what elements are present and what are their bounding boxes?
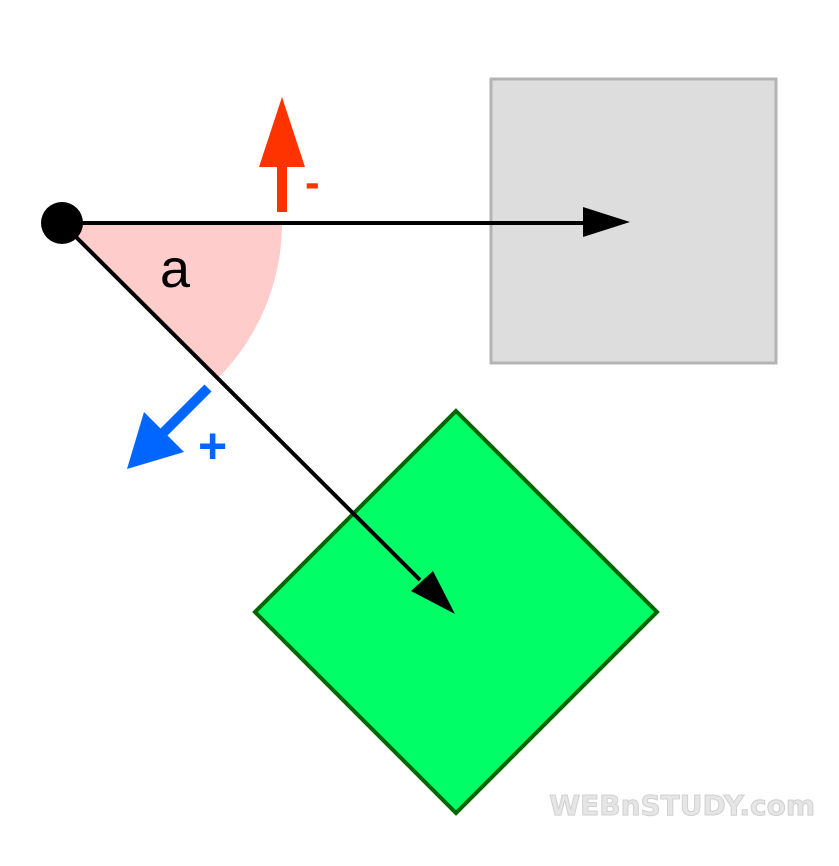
arrow-up-icon [259, 97, 305, 212]
angle-label: a [160, 239, 191, 299]
origin-point-icon [41, 202, 83, 244]
angle-wedge [62, 223, 282, 379]
arrow-down-left-icon [127, 384, 212, 469]
horizontal-vector-arrowhead [583, 207, 630, 237]
rotated-square [252, 408, 660, 816]
diagonal-vector [60, 221, 422, 582]
watermark-text: WEBnSTUDY.com [549, 789, 815, 822]
plus-label: + [198, 418, 227, 474]
minus-label: - [305, 158, 320, 207]
diagonal-vector-arrowhead [411, 571, 455, 614]
